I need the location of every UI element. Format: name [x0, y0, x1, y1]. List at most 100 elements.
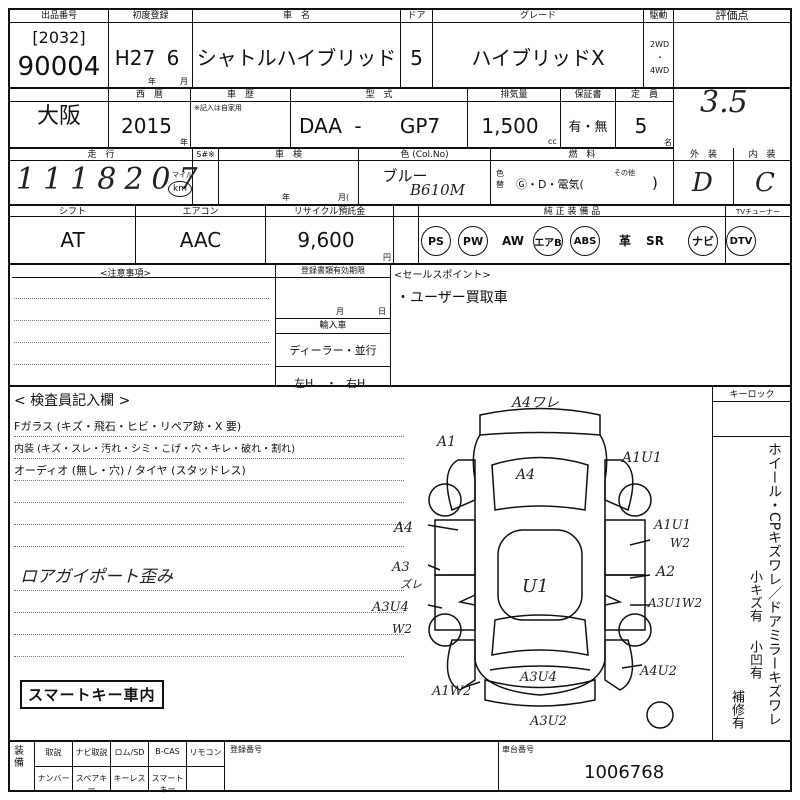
inspector-title: < 検査員記入欄 > [14, 393, 131, 409]
handle-left: 左H [294, 377, 314, 390]
rear-bumper-shape [479, 407, 601, 436]
meter-label: S#※ [196, 150, 215, 159]
car-damage-diagram [427, 407, 674, 729]
shaken-label: 車 歴 [226, 90, 254, 100]
interior-grade: C [755, 168, 775, 198]
caution-label: <注意事項> [100, 269, 152, 279]
footer-option-row2-3: スマートキー [151, 774, 184, 794]
wheel-right-front [618, 613, 652, 647]
mark-right-rear-door: A1U1 [654, 518, 691, 533]
left-front-door [434, 574, 476, 631]
mileage-label: 走 行 [87, 150, 115, 160]
frame-bottom [8, 790, 792, 792]
mark-left-front-door: A3U4 [372, 600, 409, 615]
footer-option-4: リモコン [189, 748, 222, 757]
chassis-number: 1006768 [584, 762, 665, 783]
color-code: B610M [410, 181, 466, 199]
footer-option-2: ロム/SD [114, 748, 145, 757]
region: 大阪 [36, 104, 81, 129]
equipment-6: SR [646, 234, 664, 248]
right-front-door [604, 574, 646, 631]
recycle-label: リサイクル預託金 [293, 207, 366, 217]
side-note-damage: ホイール・CPキズワレ／ドアミラーキズワレ [766, 442, 782, 727]
mark-left-side: A3 [392, 560, 410, 575]
car-name: シャトルハイブリッド [196, 46, 397, 70]
footer-option-1: ナビ取説 [75, 748, 108, 757]
equipment-2: AW [502, 234, 524, 248]
fuel-options: Ⓖ・D・電気( [516, 178, 584, 191]
mark-right-front-fender: A4U2 [640, 664, 677, 679]
car-body-outline [472, 434, 608, 696]
row4-label-line [8, 216, 792, 217]
inspector-line-1: Fガラス (キズ・飛石・ヒビ・リペア跡・X 要) [14, 420, 242, 433]
inspector-handwritten: ロアガイポート歪み [20, 567, 173, 587]
model-year: 2015 [121, 114, 172, 138]
first-reg-label: 初度登録 [132, 11, 169, 21]
equipment-label: 純 正 装 備 品 [543, 207, 601, 217]
right-rear-door [604, 519, 646, 576]
reg-no-label: 登録番号 [230, 745, 262, 754]
score-label: 評価点 [715, 9, 749, 22]
lot-code: [2032] [32, 28, 86, 47]
mark-right-side: A2 [656, 564, 676, 580]
import-value: ディーラー・並行 [289, 344, 377, 357]
year-label: 西 暦 [135, 90, 163, 100]
interior-label: 内 装 [748, 150, 776, 160]
mark-front-bumper: A3U2 [530, 714, 567, 729]
color-label: 色 (Col.No) [400, 150, 449, 160]
warranty: 有・無 [568, 120, 608, 135]
aircon-label: エアコン [182, 207, 219, 217]
mileage: 1118207 [16, 162, 206, 197]
mark-right-rear-door-2: W2 [670, 536, 690, 550]
footer-equip-label: 装備 [14, 746, 24, 769]
right-mirror [604, 594, 623, 606]
equipment-0: PS [421, 226, 451, 256]
row-line-4 [8, 263, 792, 265]
recycle-deposit: 9,600 [297, 228, 355, 252]
handle-right: 右H [346, 377, 366, 390]
footer-option-row2-1: スペアキー [75, 774, 108, 794]
color-name: ブルー [382, 167, 428, 185]
frame-right [790, 8, 792, 792]
model-code: GP7 [399, 114, 441, 138]
first-reg-era: H27 [114, 46, 156, 70]
side-note-repair: 補修有 [729, 690, 744, 729]
model-dash: - [354, 114, 362, 138]
displacement: 1,500 [481, 114, 539, 138]
mark-right-rear-fender: A1U1 [622, 450, 662, 466]
mark-right-front-door: A3U1W2 [648, 596, 703, 610]
equipment-1: PW [458, 226, 488, 256]
shift-label: シフト [58, 207, 86, 217]
wheel-left-front [428, 613, 462, 647]
grade-label: グレード [519, 11, 556, 21]
mark-hood: A3U4 [520, 670, 557, 685]
left-front-fender [446, 639, 476, 691]
mark-left-rear-fender: A1 [437, 434, 457, 450]
row3-label-line [8, 160, 792, 161]
right-rear-fender [604, 459, 634, 512]
front-bumper-shape [484, 679, 596, 707]
displacement-label: 排気量 [500, 90, 528, 100]
side-note-scratch: 小キズ有 [747, 570, 762, 622]
shift: AT [60, 228, 85, 252]
car-name-label: 車 名 [282, 11, 310, 21]
equipment-7: ナビ [688, 226, 718, 256]
left-mirror [457, 594, 476, 606]
drive-2wd: 2WD [650, 40, 670, 49]
score: 3.5 [700, 85, 748, 120]
capacity-label: 定 員 [630, 90, 658, 100]
side-note-dent: 小凹有 [747, 640, 762, 679]
wheel-right-rear [618, 483, 652, 517]
footer-option-3: B-CAS [155, 747, 180, 756]
equipment-3: エアB [533, 226, 563, 256]
drive-4wd: 4WD [650, 66, 670, 75]
color-change-label: 色替 [496, 169, 504, 189]
tuner-label: TVチューナー [735, 208, 781, 216]
footer-option-0: 取説 [45, 748, 62, 757]
row-line-1 [8, 87, 792, 89]
mark-rear-window: A4 [516, 467, 536, 483]
inspection-label: 車 検 [274, 150, 302, 160]
equipment-8: DTV [726, 226, 756, 256]
first-reg-month: 6 [166, 46, 180, 70]
reg-expiry-label: 登録書類有効期限 [301, 266, 365, 275]
